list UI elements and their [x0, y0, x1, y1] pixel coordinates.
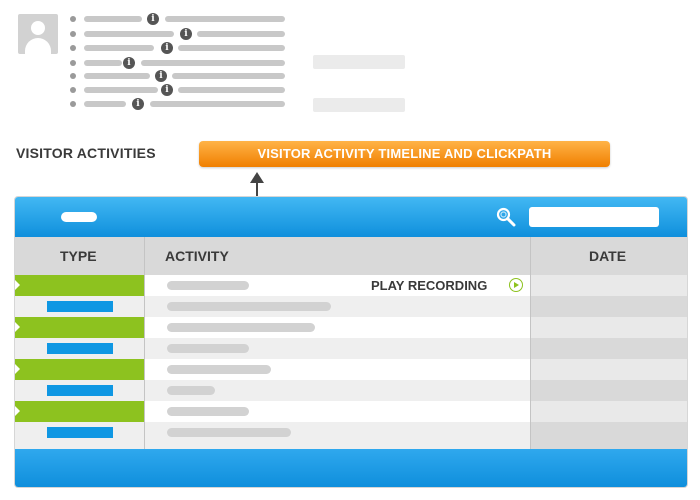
- detail-value-placeholder: [141, 60, 285, 66]
- type-marker-blue: [47, 385, 113, 396]
- detail-value-placeholder: [150, 101, 285, 107]
- bullet-icon: [70, 31, 76, 37]
- bullet-icon: [70, 60, 76, 66]
- column-header-activity[interactable]: ACTIVITY: [165, 248, 229, 264]
- row-notch: [15, 280, 20, 290]
- section-title: VISITOR ACTIVITIES: [16, 145, 156, 161]
- table-row[interactable]: [15, 317, 687, 338]
- play-recording-link[interactable]: PLAY RECORDING: [371, 278, 488, 293]
- type-marker-green: [15, 401, 144, 422]
- date-cell: [530, 359, 687, 380]
- timeline-callout-banner: VISITOR ACTIVITY TIMELINE AND CLICKPATH: [199, 141, 610, 167]
- table-row[interactable]: [15, 359, 687, 380]
- detail-label-placeholder: [84, 73, 150, 79]
- date-cell: [530, 296, 687, 317]
- detail-value-placeholder: [172, 73, 285, 79]
- search-input[interactable]: [529, 207, 659, 227]
- table-row[interactable]: PLAY RECORDING: [15, 275, 687, 296]
- play-icon[interactable]: [509, 278, 523, 292]
- bullet-icon: [70, 45, 76, 51]
- detail-label-placeholder: [84, 87, 158, 93]
- date-cell: [530, 317, 687, 338]
- column-divider: [530, 237, 531, 449]
- type-marker-blue: [47, 343, 113, 354]
- date-cell: [530, 422, 687, 449]
- type-marker-green: [15, 275, 144, 296]
- detail-label-placeholder: [84, 31, 174, 37]
- detail-label-placeholder: [84, 101, 126, 107]
- date-cell: [530, 338, 687, 359]
- row-notch: [15, 322, 20, 332]
- column-header-type[interactable]: TYPE: [60, 248, 97, 264]
- arrow-up-icon: [250, 172, 264, 183]
- table-row[interactable]: [15, 422, 687, 449]
- search-icon[interactable]: [495, 206, 517, 228]
- info-icon[interactable]: i: [155, 70, 167, 82]
- activity-placeholder: [167, 428, 291, 437]
- table-row[interactable]: [15, 338, 687, 359]
- activity-placeholder: [167, 302, 331, 311]
- detail-field-placeholder: [313, 55, 405, 69]
- activity-placeholder: [167, 323, 315, 332]
- detail-value-placeholder: [197, 31, 285, 37]
- detail-value-placeholder: [178, 45, 285, 51]
- column-divider: [144, 237, 145, 449]
- info-icon[interactable]: i: [132, 98, 144, 110]
- type-marker-blue: [47, 427, 113, 438]
- info-icon[interactable]: i: [180, 28, 192, 40]
- visitor-avatar: [18, 14, 58, 54]
- bullet-icon: [70, 101, 76, 107]
- row-notch: [15, 406, 20, 416]
- window-toolbar: [15, 197, 687, 237]
- date-cell: [530, 275, 687, 296]
- window-footer: [15, 449, 687, 487]
- info-icon[interactable]: i: [161, 42, 173, 54]
- table-header: TYPE ACTIVITY DATE: [15, 237, 687, 275]
- visitor-detail-row: i: [70, 84, 300, 96]
- type-marker-green: [15, 317, 144, 338]
- type-marker-blue: [47, 301, 113, 312]
- bullet-icon: [70, 16, 76, 22]
- avatar-head: [31, 21, 45, 35]
- activity-placeholder: [167, 386, 215, 395]
- avatar-body: [25, 38, 51, 54]
- date-cell: [530, 401, 687, 422]
- table-row[interactable]: [15, 380, 687, 401]
- bullet-icon: [70, 87, 76, 93]
- activity-placeholder: [167, 407, 249, 416]
- detail-label-placeholder: [84, 60, 122, 66]
- bullet-icon: [70, 73, 76, 79]
- visitor-detail-row: i: [70, 42, 300, 54]
- info-icon[interactable]: i: [161, 84, 173, 96]
- info-icon[interactable]: i: [147, 13, 159, 25]
- info-icon[interactable]: i: [123, 57, 135, 69]
- visitor-detail-row: i: [70, 57, 300, 69]
- visitor-detail-row: i: [70, 28, 300, 40]
- toolbar-pill: [61, 212, 97, 222]
- visitor-detail-row: i: [70, 98, 300, 110]
- detail-value-placeholder: [178, 87, 285, 93]
- type-marker-green: [15, 359, 144, 380]
- detail-value-placeholder: [165, 16, 285, 22]
- table-row[interactable]: [15, 401, 687, 422]
- activity-placeholder: [167, 281, 249, 290]
- activity-placeholder: [167, 365, 271, 374]
- detail-label-placeholder: [84, 16, 142, 22]
- activity-placeholder: [167, 344, 249, 353]
- visitor-detail-row: i: [70, 13, 300, 25]
- detail-field-placeholder: [313, 98, 405, 112]
- table-row[interactable]: [15, 296, 687, 317]
- detail-label-placeholder: [84, 45, 154, 51]
- visitor-detail-row: i: [70, 70, 300, 82]
- activity-window: TYPE ACTIVITY DATE PLAY RECORDING: [14, 196, 688, 488]
- date-cell: [530, 380, 687, 401]
- row-notch: [15, 364, 20, 374]
- column-header-date[interactable]: DATE: [589, 248, 627, 264]
